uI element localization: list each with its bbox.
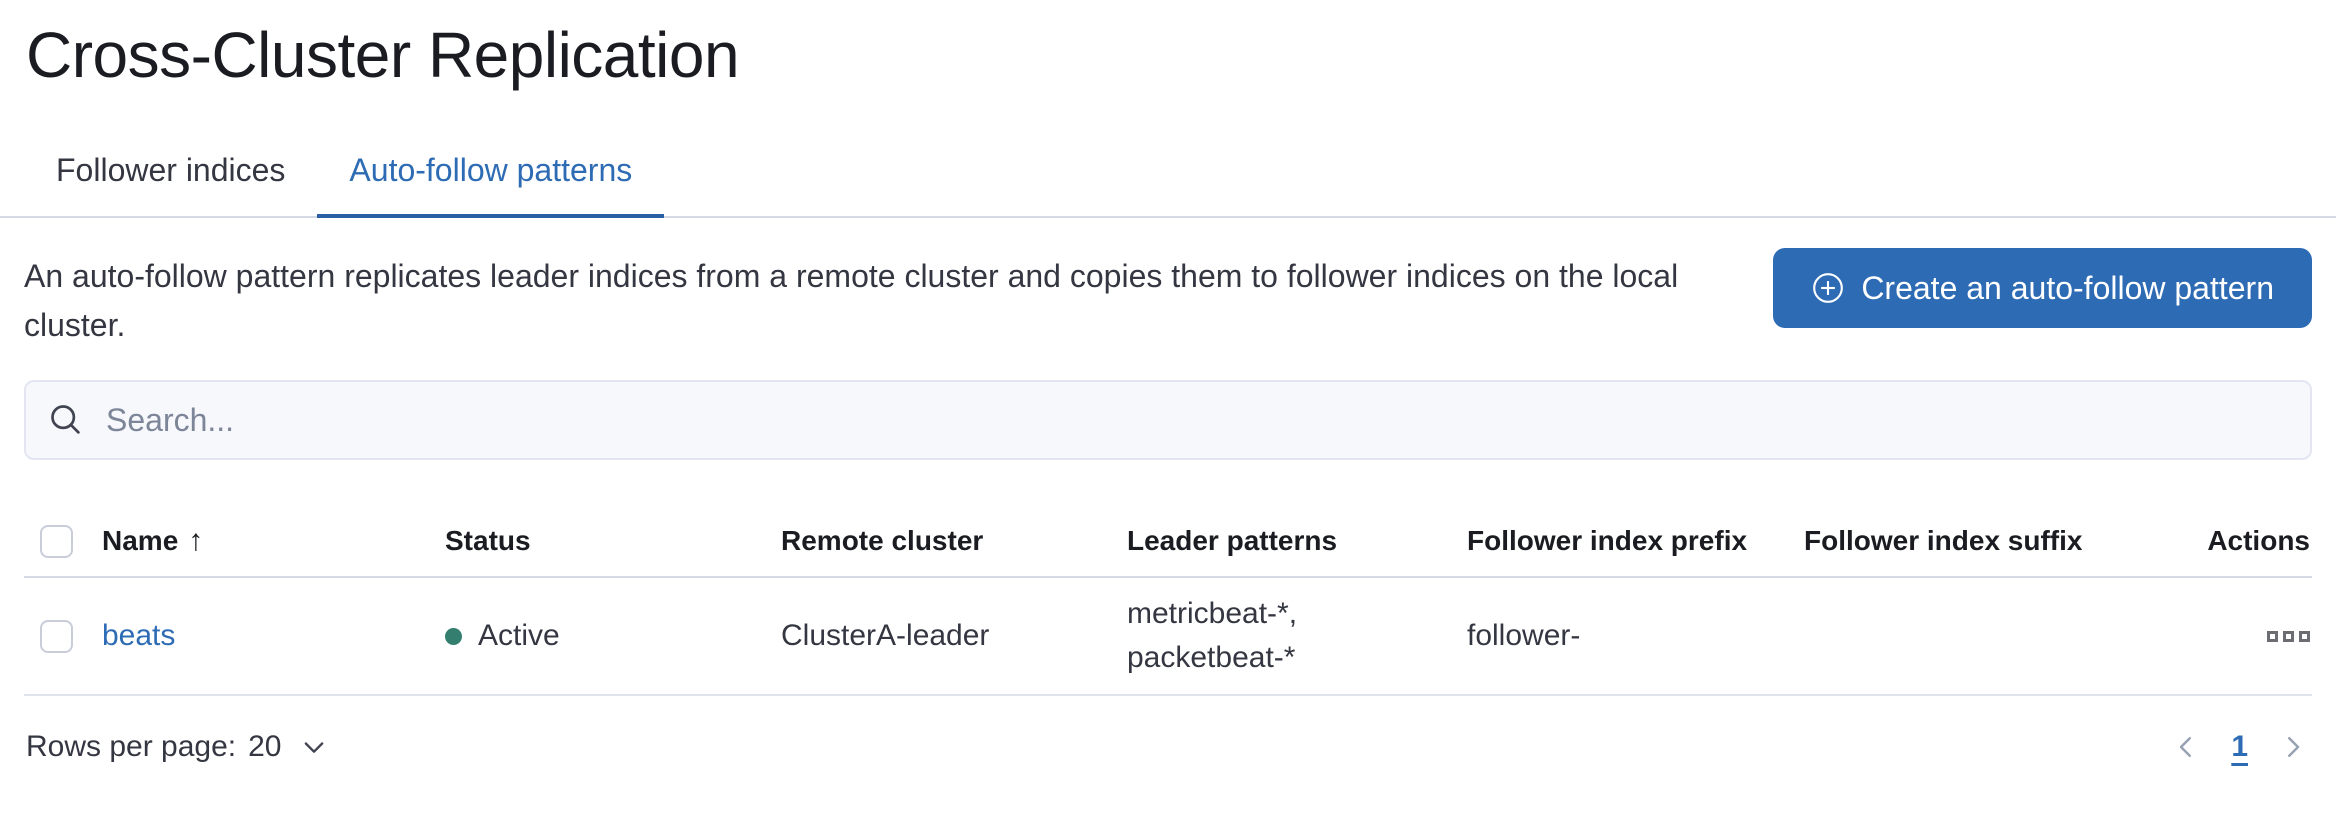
row-select-cell (24, 619, 102, 653)
status-label: Active (478, 619, 560, 652)
plus-in-circle-icon (1813, 273, 1844, 303)
chevron-down-icon (304, 742, 323, 753)
create-auto-follow-pattern-button[interactable]: Create an auto-follow pattern (1773, 248, 2312, 328)
select-all-cell (24, 524, 102, 558)
column-header-status: Status (445, 525, 531, 556)
status-cell: Active (445, 614, 781, 658)
chevron-left-icon (2180, 737, 2192, 757)
column-header-remote-cluster: Remote cluster (781, 525, 984, 556)
pattern-name-link[interactable]: beats (102, 619, 176, 652)
search-icon (51, 405, 80, 434)
remote-cluster-cell: ClusterA-leader (781, 619, 990, 652)
search-input[interactable] (104, 400, 2288, 440)
rows-per-page-label: Rows per page: (26, 730, 237, 763)
description-text: An auto-follow pattern replicates leader… (24, 258, 1679, 343)
auto-follow-patterns-table: Name ↑ Status Remote cluster Leader patt… (24, 506, 2312, 696)
table-row: beats Active ClusterA-leader metricbeat-… (24, 578, 2312, 696)
actions-cell (2140, 630, 2312, 642)
chevron-right-icon (2288, 737, 2300, 757)
page-number-1[interactable]: 1 (2231, 730, 2248, 763)
status-active-dot-icon (445, 627, 462, 645)
boxes-horizontal-icon (2267, 630, 2278, 642)
rows-per-page-value: 20 (248, 730, 282, 763)
column-header-follower-index-suffix: Follower index suffix (1804, 525, 2083, 556)
table-header-row: Name ↑ Status Remote cluster Leader patt… (24, 506, 2312, 578)
tab-follower-indices[interactable]: Follower indices (56, 152, 286, 188)
previous-page-button[interactable] (2171, 732, 2201, 762)
column-header-follower-index-prefix: Follower index prefix (1467, 525, 1748, 556)
all-actions-button[interactable] (2267, 630, 2310, 642)
column-header-leader-patterns: Leader patterns (1127, 525, 1338, 556)
next-page-button[interactable] (2278, 732, 2308, 762)
table-footer: Rows per page: 20 1 (24, 730, 2312, 764)
page-title: Cross-Cluster Replication (26, 19, 740, 91)
sort-ascending-icon: ↑ (188, 524, 204, 557)
row-checkbox[interactable] (40, 619, 73, 653)
follower-index-prefix-cell: follower- (1467, 619, 1581, 652)
select-all-checkbox[interactable] (40, 524, 73, 558)
create-button-label: Create an auto-follow pattern (1861, 269, 2274, 306)
leader-patterns-cell: metricbeat-*, packetbeat-* (1127, 597, 1298, 674)
tab-auto-follow-patterns[interactable]: Auto-follow patterns (317, 132, 665, 218)
pagination: 1 (2171, 730, 2312, 764)
pattern-name-cell: beats (102, 614, 445, 658)
column-header-name[interactable]: Name ↑ (102, 524, 204, 557)
column-header-actions: Actions (2207, 525, 2310, 556)
cross-cluster-replication-page: Cross-Cluster Replication Follower indic… (0, 16, 2336, 816)
rows-per-page-control[interactable]: Rows per page: 20 (24, 730, 328, 764)
tab-bar: Follower indices Auto-follow patterns (0, 132, 2336, 218)
intro-section: An auto-follow pattern replicates leader… (24, 248, 2312, 350)
search-bar (24, 380, 2312, 460)
